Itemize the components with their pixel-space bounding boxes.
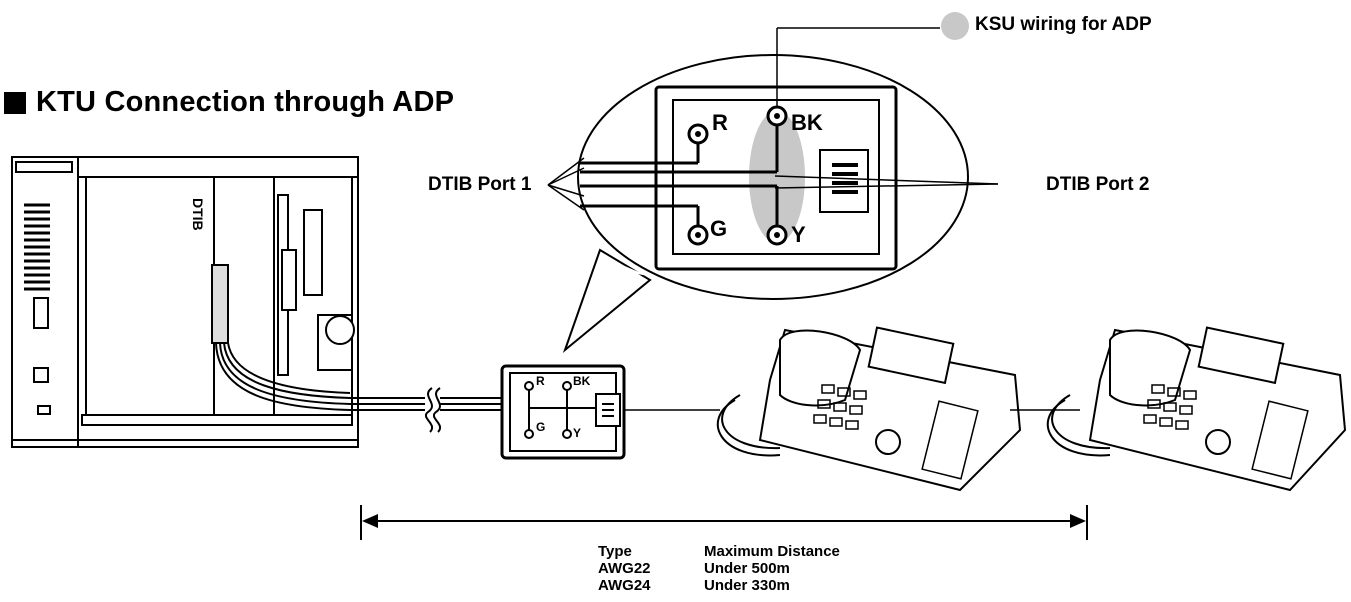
ksu-cabinet bbox=[11, 156, 512, 448]
terminal-g-label: G bbox=[710, 216, 728, 241]
title-bullet-icon bbox=[4, 91, 26, 114]
row-type: AWG22 bbox=[598, 560, 651, 577]
terminal-bk-label: BK bbox=[791, 110, 823, 135]
port1-label: DTIB Port 1 bbox=[428, 174, 532, 195]
title-text: KTU Connection through ADP bbox=[36, 86, 455, 118]
dtib-card-label: DTIB bbox=[190, 198, 206, 231]
small-terminal-g-label: G bbox=[536, 420, 546, 434]
distance-table-row: AWG22 Under 500m bbox=[598, 560, 840, 577]
port2-label: DTIB Port 2 bbox=[1046, 174, 1150, 195]
terminal-y-label: Y bbox=[791, 222, 806, 247]
row-distance: Under 330m bbox=[704, 577, 790, 594]
adp-box-small bbox=[500, 364, 720, 460]
row-distance: Under 500m bbox=[704, 560, 790, 577]
key-telephone-2 bbox=[1046, 326, 1347, 492]
callout-label: KSU wiring for ADP bbox=[975, 14, 1152, 35]
diagram-title: KTU Connection through ADP bbox=[4, 86, 454, 119]
small-terminal-r-label: R bbox=[536, 374, 545, 388]
distance-arrow bbox=[360, 505, 1088, 540]
distance-table-header: Type Maximum Distance bbox=[598, 543, 840, 560]
header-type: Type bbox=[598, 543, 632, 560]
distance-table: Type Maximum Distance AWG22 Under 500m A… bbox=[598, 543, 840, 594]
port-pointer-lines bbox=[547, 27, 999, 211]
key-telephone-1 bbox=[716, 326, 1022, 492]
distance-table-row: AWG24 Under 330m bbox=[598, 577, 840, 594]
small-terminal-bk-label: BK bbox=[573, 374, 591, 388]
magnified-bubble bbox=[562, 54, 969, 354]
row-type: AWG24 bbox=[598, 577, 651, 594]
small-terminal-y-label: Y bbox=[573, 426, 582, 440]
header-max-distance: Maximum Distance bbox=[704, 543, 840, 560]
terminal-r-label: R bbox=[712, 110, 728, 135]
callout-dot bbox=[941, 12, 969, 40]
